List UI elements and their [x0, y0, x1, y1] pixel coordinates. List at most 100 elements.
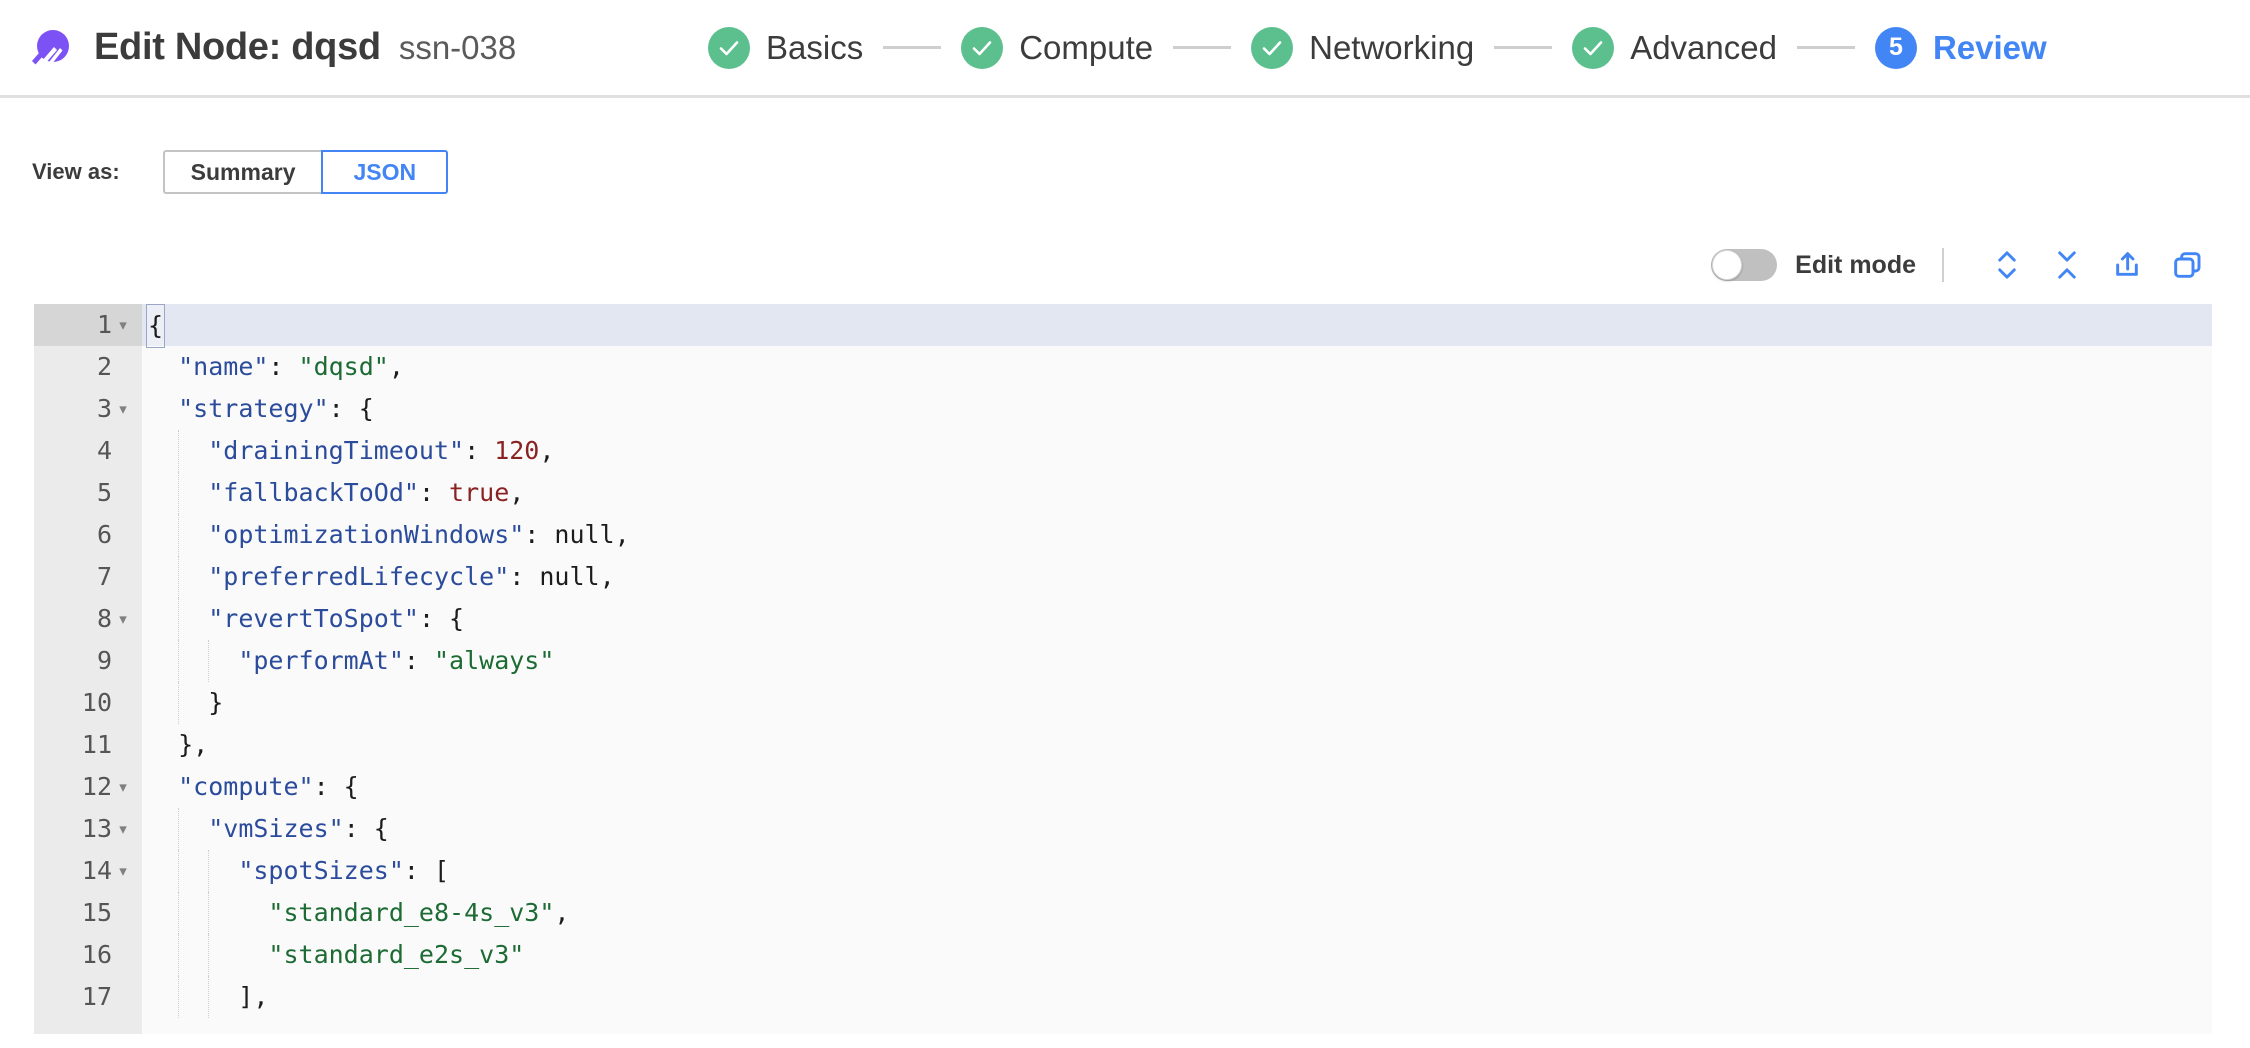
code-token-key: "performAt": [238, 646, 404, 675]
stepper-step-review[interactable]: 5 Review: [1874, 26, 2047, 69]
indent-guide: [178, 976, 180, 1018]
toggle-knob: [1712, 250, 1743, 280]
indent-guide: [208, 934, 210, 976]
fold-toggle-icon[interactable]: ▾: [119, 819, 127, 838]
line-number: 4▾: [96, 436, 112, 465]
line-number: 5▾: [96, 478, 112, 507]
line-number: 8▾: [34, 598, 142, 640]
stepper-label-advanced: Advanced: [1630, 28, 1777, 66]
line-number: 15▾: [81, 898, 112, 927]
stepper-label-compute: Compute: [1019, 28, 1154, 66]
indent-guide: [178, 598, 180, 640]
collapse-all-icon[interactable]: [2044, 246, 2090, 284]
code-token-punc: : [: [403, 856, 450, 885]
code-token-punc: ,: [599, 562, 615, 591]
toolbar-divider: [1942, 248, 1944, 282]
stepper-label-basics: Basics: [766, 28, 864, 66]
code-token-punc: }: [148, 688, 224, 717]
step-number: 5: [1889, 33, 1903, 61]
code-line[interactable]: "preferredLifecycle": null,: [142, 556, 2212, 598]
code-token-punc: [148, 646, 238, 675]
editor-toolbar: Edit mode: [0, 242, 2250, 288]
line-number: 12▾: [34, 766, 142, 808]
code-token-punc: :: [524, 520, 555, 549]
fold-toggle-icon[interactable]: ▾: [119, 609, 127, 628]
code-line[interactable]: "revertToSpot": {: [142, 598, 2212, 640]
indent-guide: [178, 430, 180, 472]
code-token-punc: {: [146, 304, 166, 348]
code-token-str: "dqsd": [298, 352, 389, 381]
code-line[interactable]: "fallbackToOd": true,: [142, 472, 2212, 514]
stepper-step-networking[interactable]: Networking: [1251, 26, 1475, 69]
stepper-step-basics[interactable]: Basics: [708, 26, 864, 69]
check-icon: [961, 26, 1004, 69]
view-as-row: View as: Summary JSON: [0, 150, 2250, 194]
indent-guide: [208, 892, 210, 934]
line-number: 13▾: [34, 808, 142, 850]
fold-toggle-icon[interactable]: ▾: [119, 399, 127, 418]
page-header: Edit Node: dqsd ssn-038 Basics Compute N…: [0, 0, 2250, 98]
code-line[interactable]: "performAt": "always": [142, 640, 2212, 682]
copy-icon[interactable]: [2164, 246, 2210, 284]
code-line[interactable]: {: [142, 304, 2212, 348]
code-line[interactable]: "spotSizes": [: [142, 850, 2212, 892]
fold-toggle-icon[interactable]: ▾: [119, 315, 127, 334]
json-code-editor[interactable]: 1▾2▾3▾4▾5▾6▾7▾8▾9▾10▾11▾12▾13▾14▾15▾16▾1…: [34, 304, 2212, 1034]
code-token-punc: [148, 772, 178, 801]
code-line[interactable]: "standard_e2s_v3": [142, 934, 2212, 976]
view-as-json-button[interactable]: JSON: [321, 150, 449, 194]
editor-line-number-gutter[interactable]: 1▾2▾3▾4▾5▾6▾7▾8▾9▾10▾11▾12▾13▾14▾15▾16▾1…: [34, 304, 142, 1034]
code-line[interactable]: "standard_e8-4s_v3",: [142, 892, 2212, 934]
fold-toggle-icon[interactable]: ▾: [119, 861, 127, 880]
stepper-connector: [1173, 46, 1232, 49]
code-token-punc: ,: [539, 436, 555, 465]
code-token-punc: : {: [418, 604, 465, 633]
page-subtitle: ssn-038: [398, 29, 517, 66]
stepper-step-compute[interactable]: Compute: [961, 26, 1154, 69]
export-icon[interactable]: [2104, 246, 2150, 284]
editor-code-area[interactable]: { "name": "dqsd", "strategy": { "drainin…: [142, 304, 2212, 1034]
line-number: 14▾: [34, 850, 142, 892]
indent-guide: [208, 640, 210, 682]
code-token-punc: : {: [343, 814, 389, 843]
stepper-step-advanced[interactable]: Advanced: [1572, 26, 1777, 69]
code-line[interactable]: },: [142, 724, 2212, 766]
code-line[interactable]: "strategy": {: [142, 388, 2212, 430]
stepper-connector: [883, 46, 942, 49]
code-line[interactable]: }: [142, 682, 2212, 724]
code-line[interactable]: ],: [142, 976, 2212, 1018]
code-token-key: "preferredLifecycle": [208, 562, 510, 591]
code-token-str: "always": [434, 646, 555, 675]
view-as-summary-button[interactable]: Summary: [162, 150, 322, 194]
stepper-label-networking: Networking: [1309, 28, 1475, 66]
expand-all-icon[interactable]: [1984, 246, 2030, 284]
view-as-segmented-control[interactable]: Summary JSON: [162, 150, 449, 194]
line-number: 7▾: [96, 562, 112, 591]
code-line[interactable]: "optimizationWindows": null,: [142, 514, 2212, 556]
code-token-punc: :: [418, 478, 450, 507]
fold-toggle-icon[interactable]: ▾: [119, 777, 127, 796]
indent-guide: [178, 850, 180, 892]
code-line[interactable]: "compute": {: [142, 766, 2212, 808]
code-token-punc: : {: [328, 394, 374, 423]
indent-guide: [178, 640, 180, 682]
code-line[interactable]: "name": "dqsd",: [142, 346, 2212, 388]
code-token-punc: },: [148, 730, 209, 759]
code-line[interactable]: "vmSizes": {: [142, 808, 2212, 850]
stepper-connector: [1494, 46, 1553, 49]
code-token-punc: :: [403, 646, 434, 675]
edit-mode-label: Edit mode: [1795, 250, 1916, 279]
code-token-punc: :: [509, 562, 540, 591]
code-token-key: "spotSizes": [238, 856, 404, 885]
code-token-str: "standard_e8-4s_v3": [268, 898, 555, 927]
code-token-punc: ,: [614, 520, 630, 549]
line-number: 16▾: [81, 940, 112, 969]
edit-mode-toggle[interactable]: [1711, 249, 1778, 281]
code-line[interactable]: "drainingTimeout": 120,: [142, 430, 2212, 472]
code-token-str: "standard_e2s_v3": [268, 940, 525, 969]
code-token-punc: [148, 394, 178, 423]
spot-logo-icon: [26, 25, 72, 71]
code-token-punc: :: [464, 436, 495, 465]
line-number: 17▾: [81, 982, 112, 1011]
check-icon: [1572, 26, 1615, 69]
